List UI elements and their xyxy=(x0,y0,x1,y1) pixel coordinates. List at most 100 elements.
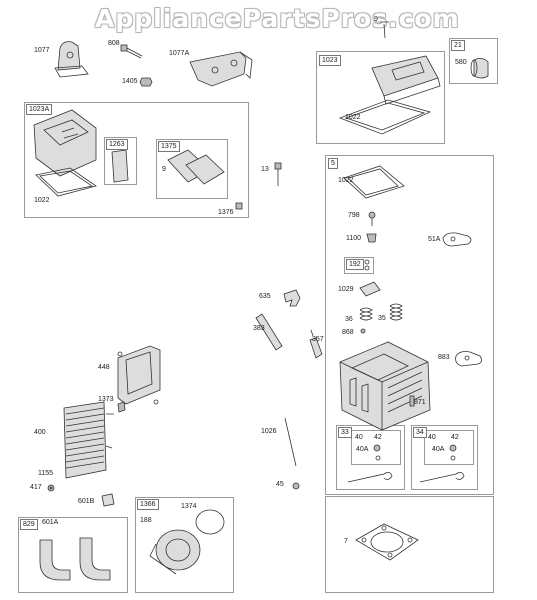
group-box-21 xyxy=(449,38,498,84)
label-7: 7 xyxy=(344,538,348,545)
label-1155: 1155 xyxy=(38,470,54,477)
screw-9-drawing xyxy=(380,21,389,39)
watermark: AppliancePartsPros.com xyxy=(95,4,460,33)
label-35: 35 xyxy=(378,315,386,322)
label-1375: 1375 xyxy=(158,141,180,152)
group-box-829 xyxy=(18,517,128,593)
label-808: 808 xyxy=(108,40,120,47)
gasket-883-drawing xyxy=(455,351,482,367)
label-188: 188 xyxy=(140,517,152,524)
label-1263: 1263 xyxy=(106,139,128,150)
label-1077: 1077 xyxy=(34,47,50,54)
oil-filter-adapter-188-drawing xyxy=(149,509,225,575)
group-box-34-inner xyxy=(424,430,474,465)
fitting-417-drawing xyxy=(47,484,55,492)
valve-33-drawing xyxy=(347,444,393,483)
label-601B: 601B xyxy=(78,498,95,505)
head-gasket-7-drawing xyxy=(355,523,419,561)
label-635: 635 xyxy=(259,293,271,300)
part-868-drawing xyxy=(360,328,366,334)
label-21: 21 xyxy=(451,40,465,51)
label-1023A: 1023A xyxy=(26,104,53,115)
label-1022-b: 1022 xyxy=(34,197,50,204)
cylinder-head-drawing xyxy=(339,341,431,431)
group-box-1023A xyxy=(24,102,249,218)
label-1026: 1026 xyxy=(261,428,277,435)
label-1373: 1373 xyxy=(98,396,114,403)
group-box-5 xyxy=(325,155,494,495)
label-357: 357 xyxy=(312,336,324,343)
label-1366: 1366 xyxy=(137,499,159,510)
group-box-1375 xyxy=(156,139,228,199)
label-883: 883 xyxy=(438,354,450,361)
label-868: 868 xyxy=(342,329,354,336)
springs-36-35-drawing xyxy=(359,303,403,321)
label-51A: 51A xyxy=(428,236,441,243)
elbow-635-drawing xyxy=(283,289,301,307)
label-13: 13 xyxy=(261,166,269,173)
label-1374: 1374 xyxy=(181,503,197,510)
screw-1376-drawing xyxy=(235,202,243,210)
oil-cooler-400-drawing xyxy=(63,401,114,479)
label-1100: 1100 xyxy=(346,235,362,242)
label-40-b: 40 xyxy=(428,434,436,441)
label-5: 5 xyxy=(328,158,338,169)
label-34: 34 xyxy=(413,427,427,438)
label-601A: 601A xyxy=(42,519,59,526)
spark-plug-357-drawing xyxy=(309,329,323,359)
label-400: 400 xyxy=(34,429,46,436)
label-42-b: 42 xyxy=(451,434,459,441)
label-798: 798 xyxy=(348,212,360,219)
label-1405: 1405 xyxy=(122,78,138,85)
label-417: 417 xyxy=(30,484,42,491)
nut-1405-drawing xyxy=(139,77,153,87)
label-9-b: 9 xyxy=(162,166,166,173)
valve-34-drawing xyxy=(419,444,465,483)
part-1029-drawing xyxy=(359,281,381,297)
fitting-580-drawing xyxy=(470,58,489,79)
valve-cover-1023-drawing xyxy=(338,55,441,135)
group-box-7 xyxy=(325,496,494,593)
gasket-1375-drawing xyxy=(167,149,225,185)
label-829: 829 xyxy=(20,519,38,530)
hoses-829-drawing xyxy=(39,537,111,581)
group-box-1263 xyxy=(104,137,137,185)
group-box-33 xyxy=(336,425,405,490)
label-1029: 1029 xyxy=(338,286,354,293)
label-448: 448 xyxy=(98,364,110,371)
gasket-51a-drawing xyxy=(442,232,472,247)
label-1023: 1023 xyxy=(319,55,341,66)
plate-1263-drawing xyxy=(111,149,129,183)
fitting-1373-drawing xyxy=(117,401,126,413)
label-1022-c: 1022 xyxy=(338,177,354,184)
label-1376: 1376 xyxy=(218,209,234,216)
fitting-798-drawing xyxy=(366,211,377,243)
bracket-1077a-drawing xyxy=(189,51,253,87)
group-box-33-inner xyxy=(351,430,401,465)
label-40A-b: 40A xyxy=(432,446,445,453)
valve-cover-1023a-drawing xyxy=(33,109,97,197)
shroud-448-drawing xyxy=(117,345,161,405)
group-box-34 xyxy=(411,425,478,490)
label-40A-a: 40A xyxy=(356,446,369,453)
label-42-a: 42 xyxy=(374,434,382,441)
label-580: 580 xyxy=(455,59,467,66)
retainer-192-drawing xyxy=(364,259,370,271)
label-192: 192 xyxy=(346,259,364,270)
label-1077A: 1077A xyxy=(169,50,190,57)
group-box-1023 xyxy=(316,51,445,144)
part-871-drawing xyxy=(409,395,415,407)
clamp-601b-drawing xyxy=(101,493,115,507)
rod-383-drawing xyxy=(255,313,283,351)
label-40-a: 40 xyxy=(355,434,363,441)
bolt-13-drawing xyxy=(274,162,282,186)
label-36: 36 xyxy=(345,316,353,323)
label-45: 45 xyxy=(276,481,284,488)
label-1022-a: 1022 xyxy=(345,114,361,121)
push-rod-1026-drawing xyxy=(284,417,300,490)
label-383: 383 xyxy=(253,325,265,332)
gasket-1022c-drawing xyxy=(343,165,405,199)
group-box-192 xyxy=(344,257,374,274)
label-33: 33 xyxy=(338,427,352,438)
